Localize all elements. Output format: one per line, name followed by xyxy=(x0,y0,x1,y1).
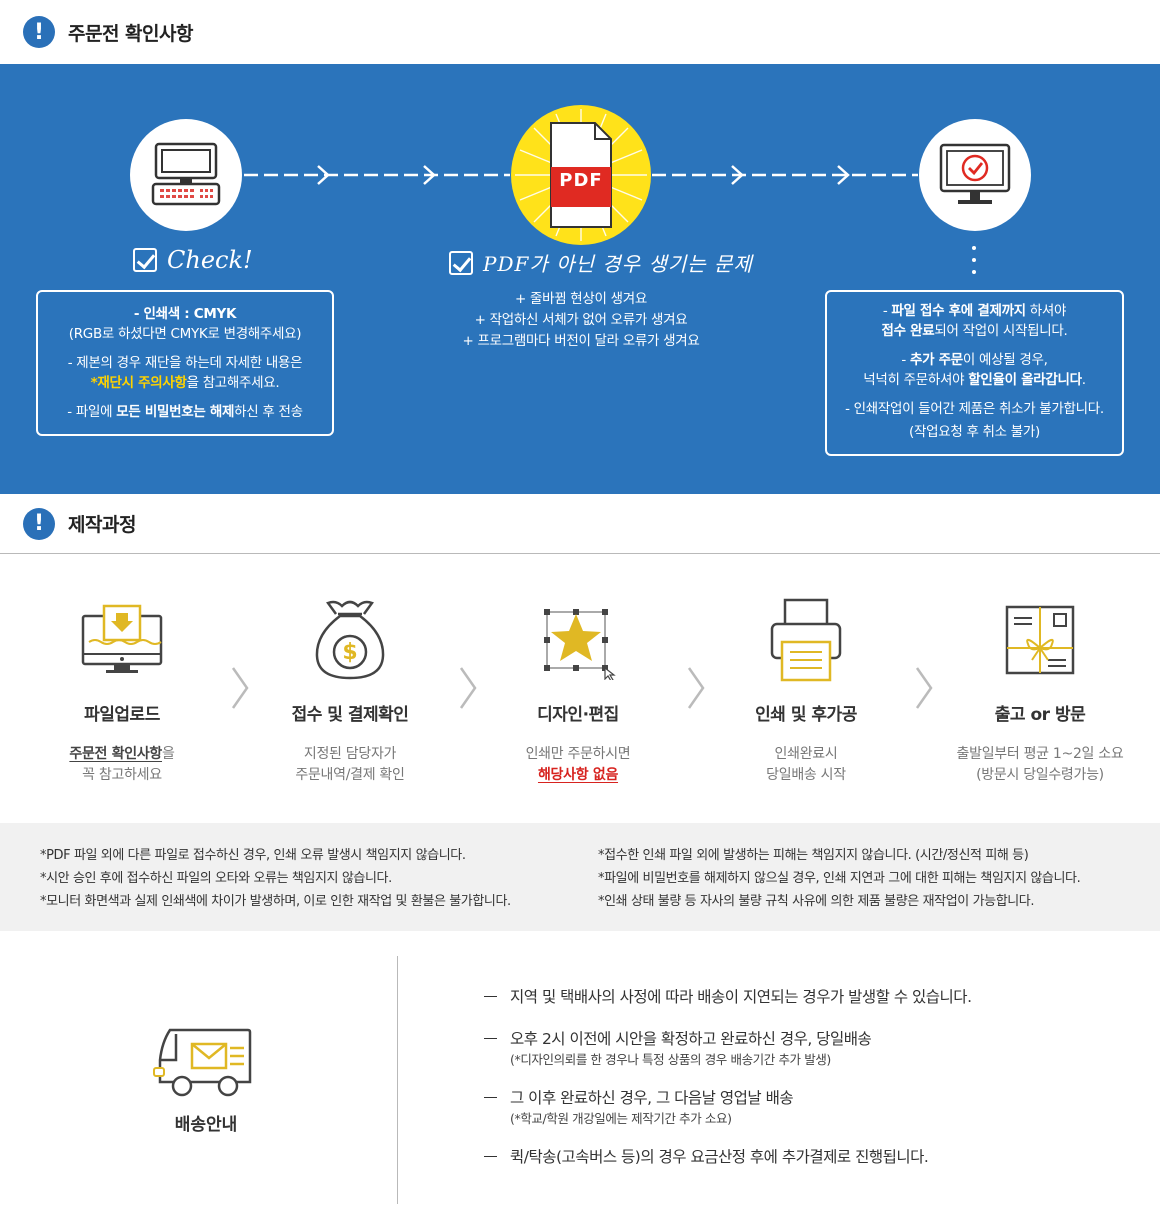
monitor-check-circle xyxy=(919,119,1031,231)
chevron-right-icon xyxy=(915,667,933,709)
svg-text:$: $ xyxy=(342,640,357,665)
check-info-box: - 인쇄색 : CMYK (RGB로 하셨다면 CMYK로 변경해주세요) - … xyxy=(36,290,334,436)
step-name: 인쇄 및 후가공 xyxy=(755,705,857,725)
dash-icon xyxy=(484,1038,497,1039)
pdf-label: PDF xyxy=(559,170,603,191)
pdf-sun-icon xyxy=(511,105,651,245)
order-check-link[interactable]: 주문전 확인사항 xyxy=(69,746,163,762)
process-step-payment: $ 접수 및 결제확인 지정된 담당자가 주문내역/결제 확인 xyxy=(250,590,450,786)
section-title: 주문전 확인사항 xyxy=(68,22,193,45)
list-item: 그 이후 완료하신 경우, 그 다음날 영업날 배송 (*학교/학원 개강일에는… xyxy=(484,1086,1124,1127)
computer-circle xyxy=(130,119,242,231)
pdf-problem-list: + 줄바뀜 현상이 생겨요 + 작업하신 서체가 없어 오류가 생겨요 + 프로… xyxy=(431,289,731,352)
process-step-design: 디자인·편집 인쇄만 주문하시면 해당사항 없음 xyxy=(478,590,678,786)
checkbox-icon xyxy=(133,248,157,272)
note-item: *모니터 화면색과 실제 인쇄색에 차이가 발생하며, 이로 인한 재작업 및 … xyxy=(40,894,511,909)
computer-icon xyxy=(151,142,221,206)
list-item: + 프로그램마다 버전이 달라 오류가 생겨요 xyxy=(462,333,700,349)
monitor-check-icon xyxy=(939,143,1011,204)
dash-icon xyxy=(484,1097,497,1098)
list-item: + 줄바뀜 현상이 생겨요 xyxy=(514,291,648,307)
star-edit-icon xyxy=(544,609,616,680)
pdf-problem-title: PDF가 아닌 경우 생기는 문제 xyxy=(449,248,753,277)
delivery-truck-icon xyxy=(153,1028,252,1097)
step-name: 출고 or 방문 xyxy=(994,705,1086,725)
note-item: *PDF 파일 외에 다른 파일로 접수하신 경우, 인쇄 오류 발생시 책임지… xyxy=(40,848,466,863)
exclamation-icon: ! xyxy=(23,507,55,540)
order-check-panel: PDF Check! PDF가 아닌 경우 생기는 문 xyxy=(0,64,1160,494)
dash-icon xyxy=(484,1156,497,1157)
money-bag-icon: $ xyxy=(315,600,385,680)
note-item: *인쇄 상태 불량 등 자사의 불량 규칙 사유에 의한 제품 불량은 재작업이… xyxy=(598,894,1035,909)
note-item: *시안 승인 후에 접수하신 파일의 오타와 오류는 책임지지 않습니다. xyxy=(40,871,392,886)
disclaimer-notes: *PDF 파일 외에 다른 파일로 접수하신 경우, 인쇄 오류 발생시 책임지… xyxy=(0,823,1160,931)
notes-right: *접수한 인쇄 파일 외에 발생하는 피해는 책임지지 않습니다. (시간/정신… xyxy=(598,844,1081,913)
monitor-upload-icon xyxy=(81,604,163,673)
section-title: 제작과정 xyxy=(68,514,136,536)
gift-box-icon xyxy=(1005,605,1075,675)
list-item: 오후 2시 이전에 시안을 확정하고 완료하신 경우, 당일배송 (*디자인의뢰… xyxy=(484,1027,1124,1068)
payment-info-box: - 파일 접수 후에 결제까지 하셔야 접수 완료되어 작업이 시작됩니다. -… xyxy=(825,290,1124,456)
list-item: + 작업하신 서체가 없어 오류가 생겨요 xyxy=(474,312,688,328)
dash-icon xyxy=(484,996,497,997)
flow-connectors xyxy=(244,105,918,245)
chevron-right-icon xyxy=(459,667,477,709)
process-step-upload: 파일업로드 주문전 확인사항을 꼭 참고하세요 xyxy=(22,590,222,786)
note-item: *접수한 인쇄 파일 외에 발생하는 피해는 책임지지 않습니다. (시간/정신… xyxy=(598,848,1029,863)
notes-left: *PDF 파일 외에 다른 파일로 접수하신 경우, 인쇄 오류 발생시 책임지… xyxy=(40,844,511,913)
delivery-info-list: 지역 및 택배사의 사정에 따라 배송이 지연되는 경우가 발생할 수 있습니다… xyxy=(484,985,1124,1186)
process-step-print: 인쇄 및 후가공 인쇄완료시 당일배송 시작 xyxy=(706,590,906,786)
process-step-shipping: 출고 or 방문 출발일부터 평균 1~2일 소요 (방문시 당일수령가능) xyxy=(935,590,1145,786)
check-title: Check! xyxy=(133,246,253,274)
section-header-order-check: ! 주문전 확인사항 xyxy=(0,0,1160,64)
delivery-title: 배송안내 xyxy=(174,1115,238,1135)
section-header-process: ! 제작과정 xyxy=(0,494,1160,554)
step-name: 파일업로드 xyxy=(84,705,160,725)
list-item: 퀵/탁송(고속버스 등)의 경우 요금산정 후에 추가결제로 진행됩니다. xyxy=(484,1145,1124,1169)
checkbox-icon xyxy=(449,250,473,275)
exclamation-icon: ! xyxy=(23,16,55,48)
step-name: 접수 및 결제확인 xyxy=(291,705,409,725)
chevron-right-icon xyxy=(231,667,249,709)
list-item: 지역 및 택배사의 사정에 따라 배송이 지연되는 경우가 발생할 수 있습니다… xyxy=(484,985,1124,1009)
note-item: *파일에 비밀번호를 해제하지 않으실 경우, 인쇄 지연과 그에 대한 피해는… xyxy=(598,871,1081,886)
vertical-dots-icon xyxy=(972,246,976,282)
chevron-right-icon xyxy=(687,667,705,709)
step-name: 디자인·편집 xyxy=(537,705,619,725)
divider xyxy=(397,956,398,1204)
printer-icon xyxy=(770,598,842,682)
